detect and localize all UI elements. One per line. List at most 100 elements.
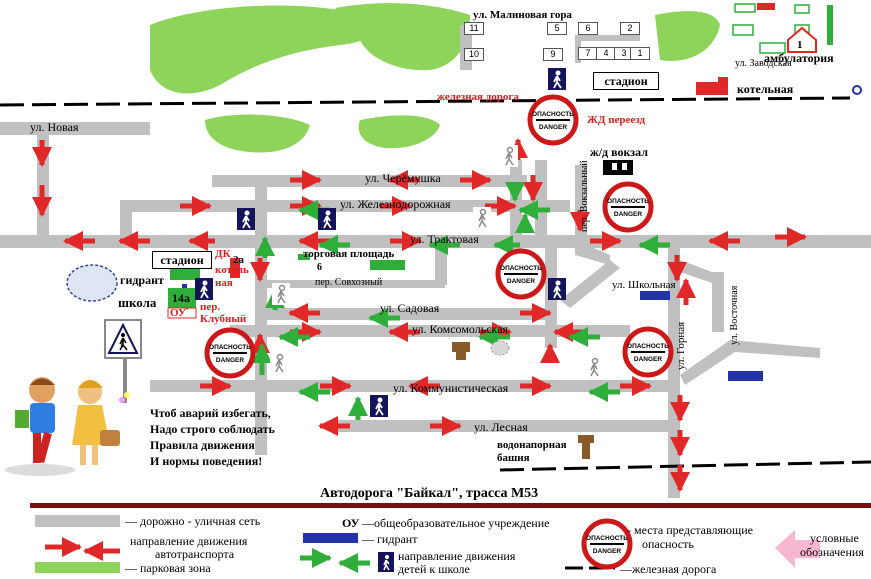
water-tower-label-1: водонапорная	[497, 439, 567, 451]
house-number: 9	[543, 48, 563, 61]
legend-danger-1-text: места представляющие	[634, 523, 753, 537]
pedestrian-crossing-sign-icon	[104, 319, 142, 403]
street-label-komsomolskaya: ул. Комсомольская	[412, 322, 509, 336]
danger-sign-icon: ОПАСНОСТЬ DANGER	[204, 327, 256, 379]
street-label-novaya: ул. Новая	[30, 120, 79, 134]
legend-hydrant-text: гидрант	[377, 532, 418, 546]
danger-sign-top-text: ОПАСНОСТЬ	[586, 535, 628, 542]
legend-ou: ОУ	[342, 516, 360, 530]
highway-line	[30, 503, 871, 508]
danger-sign-top-text: ОПАСНОСТЬ	[627, 343, 669, 350]
house-number: 5	[547, 22, 567, 35]
poem-line: Правила движения	[150, 438, 255, 452]
poem-line: И нормы поведения!	[150, 454, 263, 468]
street-label-traktovaya: ул. Трактовая	[410, 232, 479, 246]
stadium-label-left: стадион	[152, 251, 212, 269]
house-number: 7	[578, 47, 598, 60]
school-number: 14а	[172, 291, 190, 305]
poem-line: Надо строго соблюдать	[150, 422, 275, 436]
legend-graphics	[35, 515, 820, 573]
pond	[66, 264, 118, 302]
legend-symbols-2: обозначения	[800, 545, 864, 559]
water-tower-building	[578, 435, 594, 459]
ambulatoria-label: амбулатория	[764, 51, 834, 65]
house-number: 10	[464, 48, 484, 61]
legend-symbols-1: условные	[810, 531, 859, 545]
legend-children-1: направление движения	[398, 549, 516, 563]
danger-sign-bottom-text: DANGER	[507, 278, 535, 285]
boiler-house-label: котельная	[737, 82, 794, 96]
street-label-lesnaya: ул. Лесная	[474, 420, 528, 434]
danger-sign-bottom-text: DANGER	[614, 211, 642, 218]
danger-sign-top-text: ОПАСНОСТЬ	[532, 111, 574, 118]
street-label-kommunisticheskaya: ул. Коммунистическая	[393, 381, 509, 395]
children-illustration	[5, 377, 130, 476]
crossing-label: ЖД переезд	[587, 114, 646, 126]
danger-sign-top-text: ОПАСНОСТЬ	[500, 265, 542, 272]
market-building	[370, 260, 405, 270]
water-tower-label-2: башня	[497, 452, 530, 464]
danger-signs: ОПАСНОСТЬ DANGER ОПАСНОСТЬ DANGER ОПАСНОСТЬ D…	[204, 94, 674, 570]
crosswalk-signs	[195, 68, 603, 417]
dk-label: ДК	[215, 248, 231, 260]
danger-sign-icon: ОПАСНОСТЬ DANGER	[581, 518, 633, 570]
hydrant-label: гидрант	[120, 273, 164, 287]
legend-children-2: детей к школе	[398, 562, 470, 576]
hydrant-icon-3	[728, 371, 763, 381]
danger-sign-bottom-text: DANGER	[634, 356, 662, 363]
buildings	[66, 3, 833, 459]
legend-danger-2: опасность	[642, 537, 694, 551]
ambulatoria-number: 1	[797, 39, 803, 51]
stadium-label-top: стадион	[593, 72, 659, 90]
legend-park: — парковая зона	[125, 561, 211, 575]
children-route-arrows	[168, 182, 670, 420]
dk-number: 2а	[233, 254, 244, 266]
street-label-shkolnaya: ул. Школьная	[612, 279, 676, 291]
street-label-malinovaya: ул. Малиновая гора	[473, 9, 572, 21]
house-number: 4	[596, 47, 616, 60]
kiosk-building	[452, 342, 470, 360]
legend-school-inst: —общеобразовательное учреждение	[362, 516, 550, 530]
school-yard	[167, 307, 197, 319]
station-building	[603, 160, 633, 175]
house-number: 1	[630, 47, 650, 60]
legend-park-text: парковая зона	[140, 561, 211, 575]
ou-label: ОУ	[170, 307, 187, 319]
hydrant-icon-2	[640, 291, 670, 300]
legend-railway-text: железная дорога	[632, 562, 717, 576]
boiler-house-building	[696, 77, 728, 95]
danger-sign-top-text: ОПАСНОСТЬ	[209, 344, 251, 351]
danger-sign-icon: ОПАСНОСТЬ DANGER	[602, 181, 654, 233]
legend-traffic-2: автотранспорта	[155, 547, 235, 561]
ambulatoria-building	[787, 26, 817, 53]
legend-school-inst-text: общеобразовательное учреждение	[374, 516, 550, 530]
danger-sign-top-text: ОПАСНОСТЬ	[607, 198, 649, 205]
street-label-klubny-1: пер.	[200, 301, 221, 313]
station-label: ж/д вокзал	[590, 145, 648, 159]
house-number: 6	[578, 22, 598, 35]
market-label: торговая площадь	[303, 248, 395, 260]
street-label-vokzalny: пер. Вокзальный	[579, 160, 590, 232]
market-number: 6	[317, 262, 322, 273]
street-label-vostochnaya: ул. Восточная	[729, 285, 740, 345]
street-label-zheleznodorozhnaya: ул. Железнодорожная	[340, 197, 451, 211]
railway-label: железная дорога	[437, 91, 519, 103]
hydrant-icon	[182, 284, 187, 288]
legend-hydrant: — гидрант	[362, 532, 418, 546]
danger-sign-bottom-text: DANGER	[593, 548, 621, 555]
danger-sign-bottom-text: DANGER	[216, 357, 244, 364]
house-number: 2	[620, 22, 640, 35]
school-building	[168, 288, 196, 308]
street-label-gornaya: ул. Горная	[675, 321, 687, 370]
legend-traffic-1: направление движения	[130, 534, 248, 548]
danger-sign-icon: ОПАСНОСТЬ DANGER	[622, 326, 674, 378]
boiler-label-2: ная	[215, 277, 233, 289]
street-label-sovkhozny: пер. Совхозный	[315, 277, 383, 288]
legend-arrow-icon	[775, 530, 820, 568]
legend-railway: —железная дорога	[620, 562, 717, 576]
highway-label: Автодорога "Байкал", трасса М53	[320, 486, 539, 501]
street-label-zavodskaya: ул. Заводская	[735, 58, 792, 69]
